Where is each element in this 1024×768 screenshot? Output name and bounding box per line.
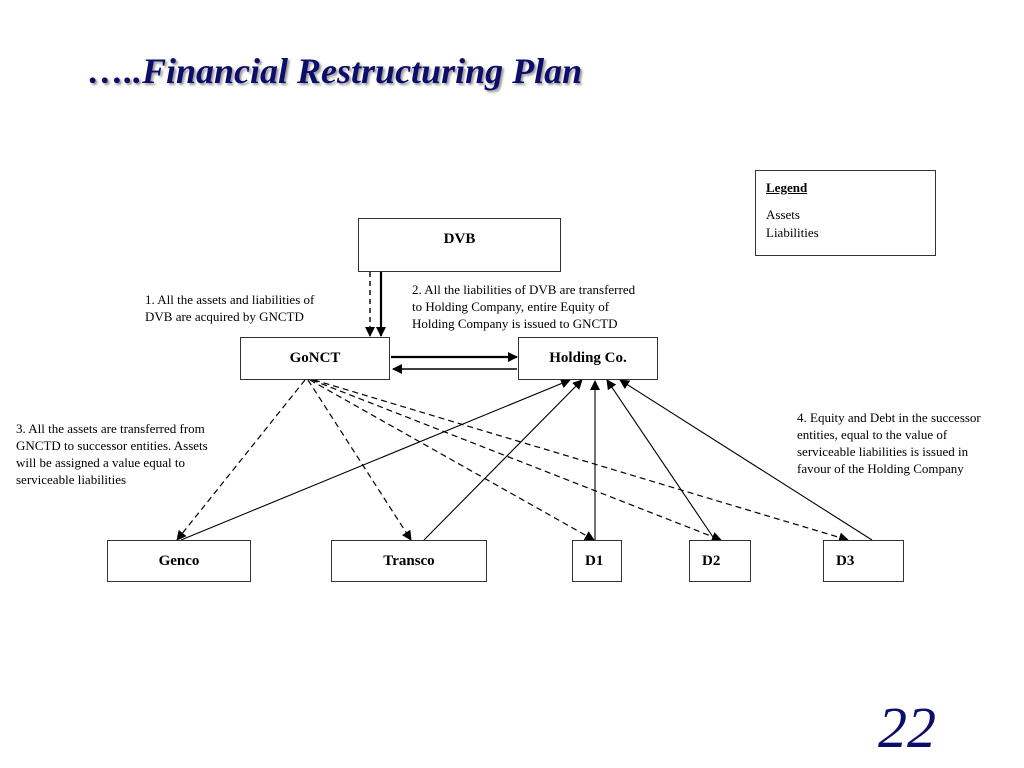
node-gonct-label: GoNCT [289,350,341,366]
note-3-line: GNCTD to successor entities. Assets [16,438,208,453]
note-2-line: Holding Company is issued to GNCTD [412,316,618,331]
page-number: 22 [878,695,936,760]
note-3-line: will be assigned a value equal to [16,455,185,470]
node-gonct: GoNCT [240,337,390,380]
note-4-line: entities, equal to the value of [797,427,948,442]
node-transco: Transco [331,540,487,582]
note-1: 1. All the assets and liabilities of DVB… [145,291,314,325]
asset-arrow-gonct-d2 [311,379,722,542]
slide-title: …..Financial Restructuring Plan [88,51,583,91]
legend-title: Legend [766,180,808,195]
note-2-line: 2. All the liabilities of DVB are transf… [412,282,636,297]
node-holding-co-label: Holding Co. [549,350,627,366]
equity-arrow-d2-holding [606,379,716,541]
note-3-line: serviceable liabilities [16,472,127,487]
node-genco-label: Genco [158,552,200,569]
note-4-line: 4. Equity and Debt in the successor [797,410,981,425]
node-genco: Genco [107,540,251,582]
node-d1: D1 [572,540,622,582]
equity-arrow-transco-holding [423,379,583,541]
note-3-line: 3. All the assets are transferred from [16,421,205,436]
asset-arrow-gonct-genco [176,379,306,541]
note-1-line: 1. All the assets and liabilities of [145,292,315,307]
note-4-line: favour of the Holding Company [797,461,964,476]
legend-assets-label: Assets [766,207,800,222]
note-4: 4. Equity and Debt in the successor enti… [797,409,981,477]
note-1-line: DVB are acquired by GNCTD [145,309,304,324]
node-dvb: DVB [358,218,561,272]
node-dvb-label: DVB [443,231,476,247]
note-4-line: serviceable liabilities is issued in [797,444,969,459]
node-d3: D3 [823,540,904,582]
note-2: 2. All the liabilities of DVB are transf… [412,281,635,332]
node-d1-label: D1 [585,552,604,569]
asset-arrow-gonct-d3 [313,379,849,543]
legend: Legend Assets Liabilities [755,170,936,256]
equity-arrow-genco-holding [180,378,571,541]
node-holding-co: Holding Co. [518,337,658,380]
node-transco-label: Transco [383,552,435,569]
legend-liabilities-label: Liabilities [766,225,819,240]
asset-arrow-gonct-transco [307,379,412,541]
node-d3-label: D3 [836,552,855,569]
note-2-line: to Holding Company, entire Equity of [412,299,610,314]
node-d2: D2 [689,540,751,582]
node-d2-label: D2 [702,552,721,569]
asset-arrow-gonct-d1 [309,379,595,541]
note-3: 3. All the assets are transferred from G… [16,420,208,488]
equity-arrow-d3-holding [619,379,873,541]
